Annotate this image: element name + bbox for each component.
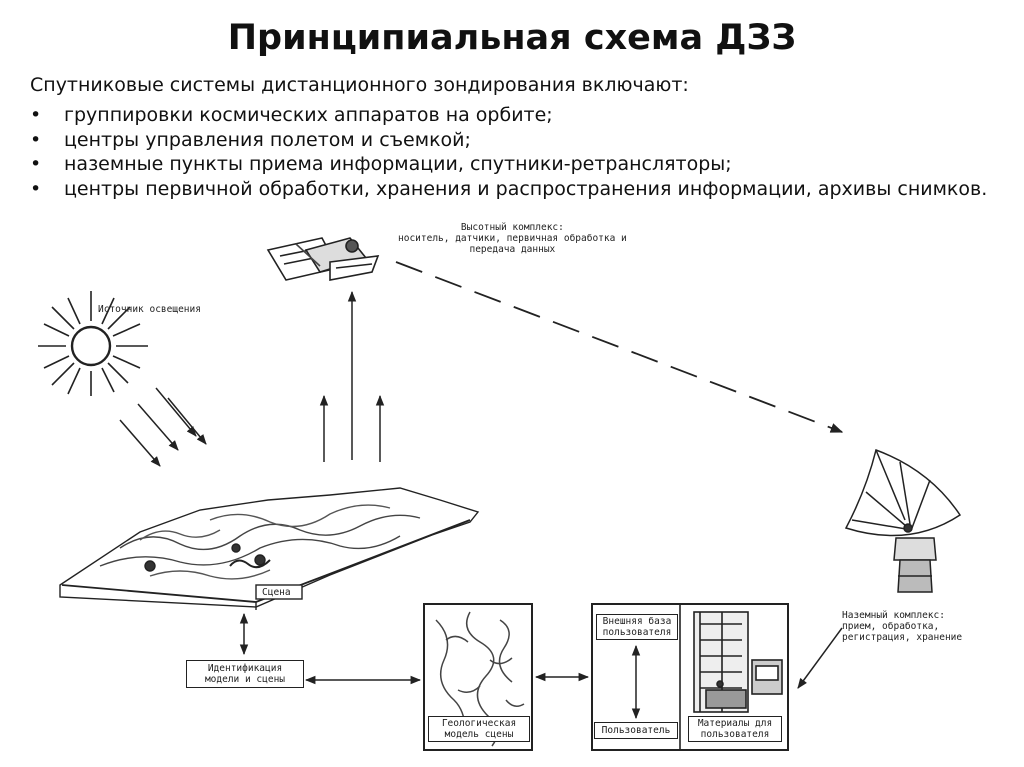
user-db-label-line: Внешняя база (602, 616, 672, 627)
ground-antenna-icon (844, 449, 962, 593)
materials-label-line: Материалы для (697, 718, 773, 729)
ground-to-center-arrow (797, 627, 843, 689)
bullet-icon: • (30, 177, 42, 200)
illumination-rays (119, 387, 207, 467)
list-item-text: центры управления полетом и съемкой; (64, 128, 471, 151)
geo-model-label: Геологическая модель сцены (428, 716, 530, 742)
materials-label: Материалы для пользователя (688, 716, 782, 742)
user-label: Пользователь (594, 722, 678, 739)
bullet-icon: • (30, 104, 42, 126)
ground-station-label-line: Наземный комплекс: (842, 610, 945, 621)
list-item-text: группировки космических аппаратов на орб… (64, 104, 553, 126)
ground-station-label-line: регистрация, хранение (842, 632, 963, 643)
geo-model-label-line: модель сцены (444, 729, 514, 740)
scene-label: Сцена (262, 587, 291, 598)
sun-icon (38, 291, 148, 396)
ground-station-label: Наземный комплекс: прием, обработка, рег… (842, 610, 962, 643)
user-db-label: Внешняя база пользователя (596, 614, 678, 640)
satellite-icon (266, 237, 380, 281)
intro-text: Спутниковые системы дистанционного зонди… (30, 74, 689, 96)
bullet-icon: • (30, 128, 42, 151)
geo-model-label-line: Геологическая (441, 718, 517, 729)
materials-label-line: пользователя (700, 729, 770, 740)
satellite-label-line: Высотный комплекс: (460, 222, 564, 233)
list-item: • наземные пункты приема информации, спут… (30, 152, 990, 177)
reflected-radiation-arrows (319, 290, 385, 462)
user-db-label-line: пользователя (602, 627, 672, 638)
page-title: Принципиальная схема ДЗЗ (227, 18, 797, 58)
list-item: • центры управления полетом и съемкой; (30, 128, 990, 153)
sun-label: Источник освещения (98, 304, 201, 315)
bullet-list: • группировки космических аппаратов на ор… (30, 103, 990, 201)
list-item-text: центры первичной обработки, хранения и р… (64, 177, 988, 200)
downlink-arrow (395, 261, 844, 433)
identification-box-line: модели и сцены (204, 674, 286, 685)
list-item: • центры первичной обработки, хранения и … (30, 177, 990, 202)
ground-station-label-line: прием, обработка, (842, 621, 940, 632)
flow-arrows (239, 612, 641, 720)
list-item: • группировки космических аппаратов на ор… (30, 103, 990, 128)
list-item-text: наземные пункты приема информации, спутн… (64, 153, 732, 175)
bullet-icon: • (30, 153, 42, 175)
identification-box: Идентификация модели и сцены (186, 660, 304, 688)
satellite-label: Высотный комплекс: носитель, датчики, пе… (398, 222, 627, 255)
terrain-scene (59, 487, 480, 610)
identification-box-line: Идентификация (207, 663, 283, 674)
satellite-label-line: носитель, датчики, первичная обработка и (398, 233, 627, 244)
satellite-label-line: передача данных (469, 244, 556, 255)
